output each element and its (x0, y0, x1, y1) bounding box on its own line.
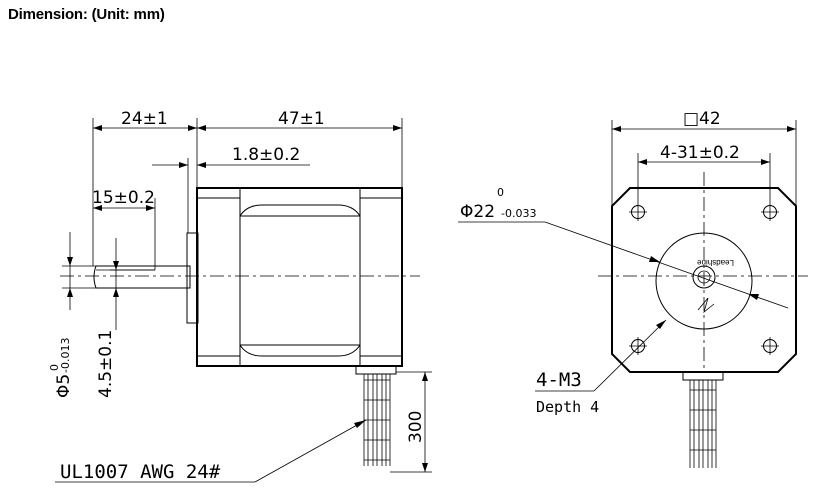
side-view: 24±1 47±1 1.8±0.2 (48, 109, 432, 483)
front-lead-wires (682, 371, 724, 468)
dim-flat-depth: 4.5±0.1 (96, 238, 155, 398)
dim-shaft-diameter-text: Φ5 (54, 374, 74, 398)
logo-text: Leadshine (697, 258, 734, 267)
dim-boss-diameter-text: Φ22 (460, 202, 495, 222)
dim-shaft-length: 24±1 (92, 109, 198, 266)
drawing-title: Dimension: (Unit: mm) (8, 6, 165, 23)
dim-boss-diameter-upper: 0 (497, 186, 504, 199)
dim-square: □42 (611, 109, 797, 206)
dim-flange-thickness-text: 1.8±0.2 (232, 145, 300, 165)
dim-lead-length-text: 300 (406, 411, 426, 443)
dim-flange-thickness: 1.8±0.2 (152, 145, 310, 233)
dim-shaft-diameter-lower: -0.013 (59, 338, 72, 373)
dim-shaft-diameter: Φ5 0 -0.013 (48, 232, 96, 398)
logo-mark-icon (697, 297, 715, 314)
dim-flat-length-text: 15±0.2 (92, 188, 155, 208)
dim-lead-length: 300 (390, 371, 432, 473)
depth-label: Depth 4 (536, 398, 599, 416)
motor-frame-square (611, 187, 797, 373)
front-view: Leadshine (458, 109, 808, 468)
front-boss (655, 232, 753, 330)
front-shaft (692, 265, 716, 289)
dim-hole-spacing: 4-31±0.2 (637, 143, 771, 203)
dim-body-length: 47±1 (197, 109, 403, 188)
dim-body-length-text: 47±1 (278, 109, 325, 129)
thread-leader: 4-M3 Depth 4 (535, 319, 667, 416)
front-shaft-flat (697, 270, 711, 284)
dim-boss-diameter-lower: -0.033 (501, 207, 536, 220)
dim-hole-spacing-text: 4-31±0.2 (660, 143, 740, 163)
dim-shaft-diameter-upper: 0 (48, 364, 61, 371)
dim-flat-depth-text: 4.5±0.1 (96, 330, 116, 398)
motor-shaft (93, 265, 191, 289)
dim-boss-diameter: Φ22 0 -0.033 (458, 186, 789, 309)
wire-label: UL1007 AWG 24# (60, 461, 221, 483)
lead-wires (355, 365, 397, 466)
dim-square-text: □42 (683, 109, 721, 129)
motor-body (196, 187, 403, 367)
thread-label: 4-M3 (536, 369, 582, 391)
wire-leader: UL1007 AWG 24# (55, 419, 367, 483)
dim-flat-length: 15±0.2 (92, 188, 156, 266)
dim-shaft-length-text: 24±1 (121, 109, 168, 129)
